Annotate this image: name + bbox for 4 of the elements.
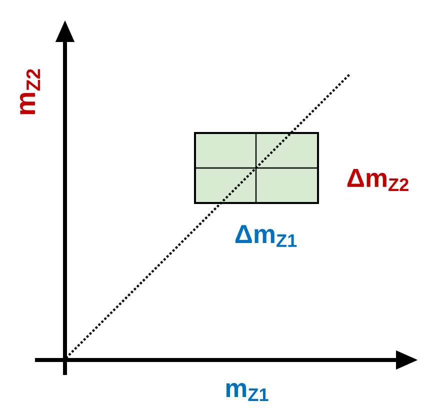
axis-label: m$_{Z1}$ [226, 383, 268, 401]
axis-label: Δm$_{Z2}$ [347, 169, 408, 191]
grid-box [194, 132, 319, 204]
axis-label: m$_{Z2}$ [20, 69, 40, 114]
